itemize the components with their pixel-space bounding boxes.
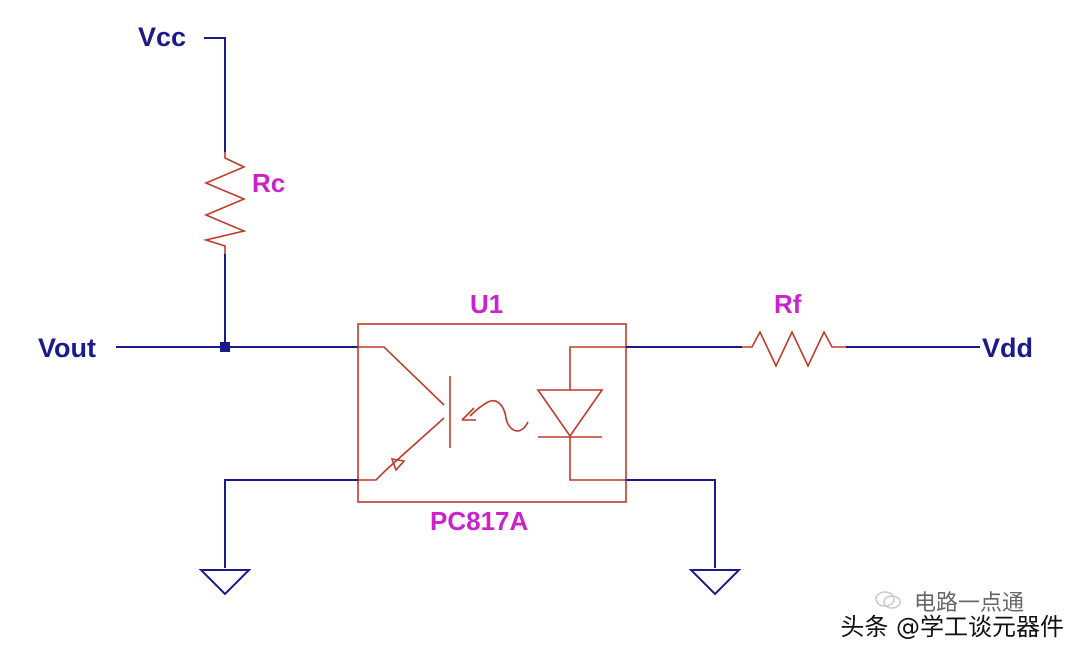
rf-label: Rf — [774, 289, 802, 319]
junction-dot — [220, 342, 230, 352]
vcc-wire — [204, 37, 226, 152]
u1-package — [357, 323, 627, 503]
watermark-top-text: 电路一点通 — [913, 590, 1024, 616]
wechat-icon — [875, 590, 901, 615]
vdd-label: Vdd — [982, 333, 1033, 363]
vout-label: Vout — [38, 333, 96, 363]
u1-part-label: PC817A — [430, 506, 528, 536]
led-anode-wire — [569, 346, 626, 390]
watermark-bottom: 头条 @学工谈元器件 — [840, 612, 1064, 641]
light-arrow-head — [461, 407, 476, 421]
left-ground-icon — [198, 569, 252, 596]
u1-label: U1 — [470, 289, 503, 319]
light-coupling-arrow — [469, 400, 529, 432]
watermark-top: 电路一点通 — [875, 590, 1024, 615]
transistor-emitter — [358, 417, 445, 481]
right-ground-icon — [688, 569, 742, 596]
vcc-label: Vcc — [138, 22, 186, 52]
watermark: 电路一点通 头条 @学工谈元器件 — [840, 590, 1064, 640]
rc-label: Rc — [252, 168, 285, 198]
led-triangle — [536, 389, 604, 438]
emitter-arrow — [390, 457, 406, 472]
left-ground-wire — [224, 479, 358, 568]
transistor-collector — [358, 346, 445, 406]
led-cathode-wire — [569, 437, 626, 481]
rf-resistor — [742, 330, 846, 368]
rc-resistor — [202, 152, 247, 254]
right-ground-wire — [626, 479, 716, 568]
